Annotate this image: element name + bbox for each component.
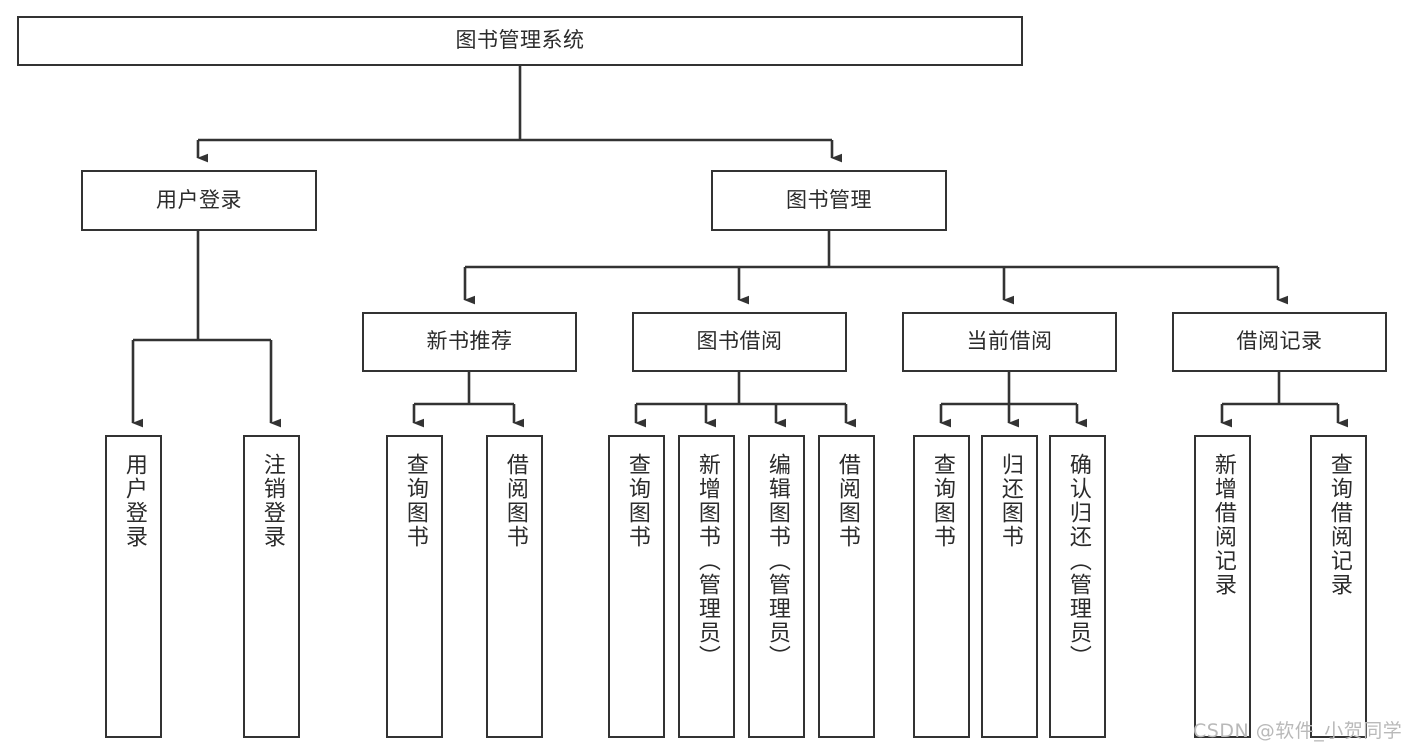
node-label: 查询图书 — [624, 453, 650, 549]
node-label: 新增借阅记录 — [1210, 453, 1236, 597]
leaf-user-login-login[interactable]: 用户登录 — [105, 435, 162, 738]
leaf-current-query-book[interactable]: 查询图书 — [913, 435, 970, 738]
node-label: 查询借阅记录 — [1326, 453, 1352, 597]
node-label: 图书借阅 — [696, 329, 783, 354]
leaf-record-query-record[interactable]: 查询借阅记录 — [1310, 435, 1367, 738]
node-label: 图书管理系统 — [455, 28, 585, 53]
leaf-recommend-borrow-book[interactable]: 借阅图书 — [486, 435, 543, 738]
node-borrow-record[interactable]: 借阅记录 — [1172, 312, 1387, 372]
node-label: 编辑图书（管理员） — [764, 453, 790, 669]
leaf-borrow-add-book-admin[interactable]: 新增图书（管理员） — [678, 435, 735, 738]
leaf-current-confirm-return-admin[interactable]: 确认归还（管理员） — [1049, 435, 1106, 738]
leaf-current-return-book[interactable]: 归还图书 — [981, 435, 1038, 738]
node-label: 用户登录 — [156, 187, 242, 212]
node-label: 注销登录 — [259, 453, 285, 549]
node-user-login[interactable]: 用户登录 — [81, 170, 317, 231]
node-label: 借阅图书 — [834, 453, 860, 549]
node-root-system[interactable]: 图书管理系统 — [17, 16, 1023, 66]
node-label: 图书管理 — [786, 187, 872, 212]
csdn-watermark: CSDN @软件_小贺同学 — [1193, 720, 1403, 742]
node-label: 查询图书 — [402, 453, 428, 549]
node-book-borrow[interactable]: 图书借阅 — [632, 312, 847, 372]
node-label: 确认归还（管理员） — [1065, 453, 1091, 669]
node-book-management[interactable]: 图书管理 — [711, 170, 947, 231]
node-label: 当前借阅 — [966, 329, 1053, 354]
node-current-borrow[interactable]: 当前借阅 — [902, 312, 1117, 372]
leaf-recommend-query-book[interactable]: 查询图书 — [386, 435, 443, 738]
leaf-borrow-edit-book-admin[interactable]: 编辑图书（管理员） — [748, 435, 805, 738]
node-label: 查询图书 — [929, 453, 955, 549]
leaf-borrow-query-book[interactable]: 查询图书 — [608, 435, 665, 738]
node-label: 用户登录 — [121, 453, 147, 549]
node-label: 归还图书 — [997, 453, 1023, 549]
leaf-user-login-logout[interactable]: 注销登录 — [243, 435, 300, 738]
node-label: 新书推荐 — [426, 329, 513, 354]
node-new-book-recommend[interactable]: 新书推荐 — [362, 312, 577, 372]
node-label: 新增图书（管理员） — [694, 453, 720, 669]
leaf-borrow-borrow-book[interactable]: 借阅图书 — [818, 435, 875, 738]
leaf-record-add-record[interactable]: 新增借阅记录 — [1194, 435, 1251, 738]
node-label: 借阅记录 — [1236, 329, 1323, 354]
node-label: 借阅图书 — [502, 453, 528, 549]
